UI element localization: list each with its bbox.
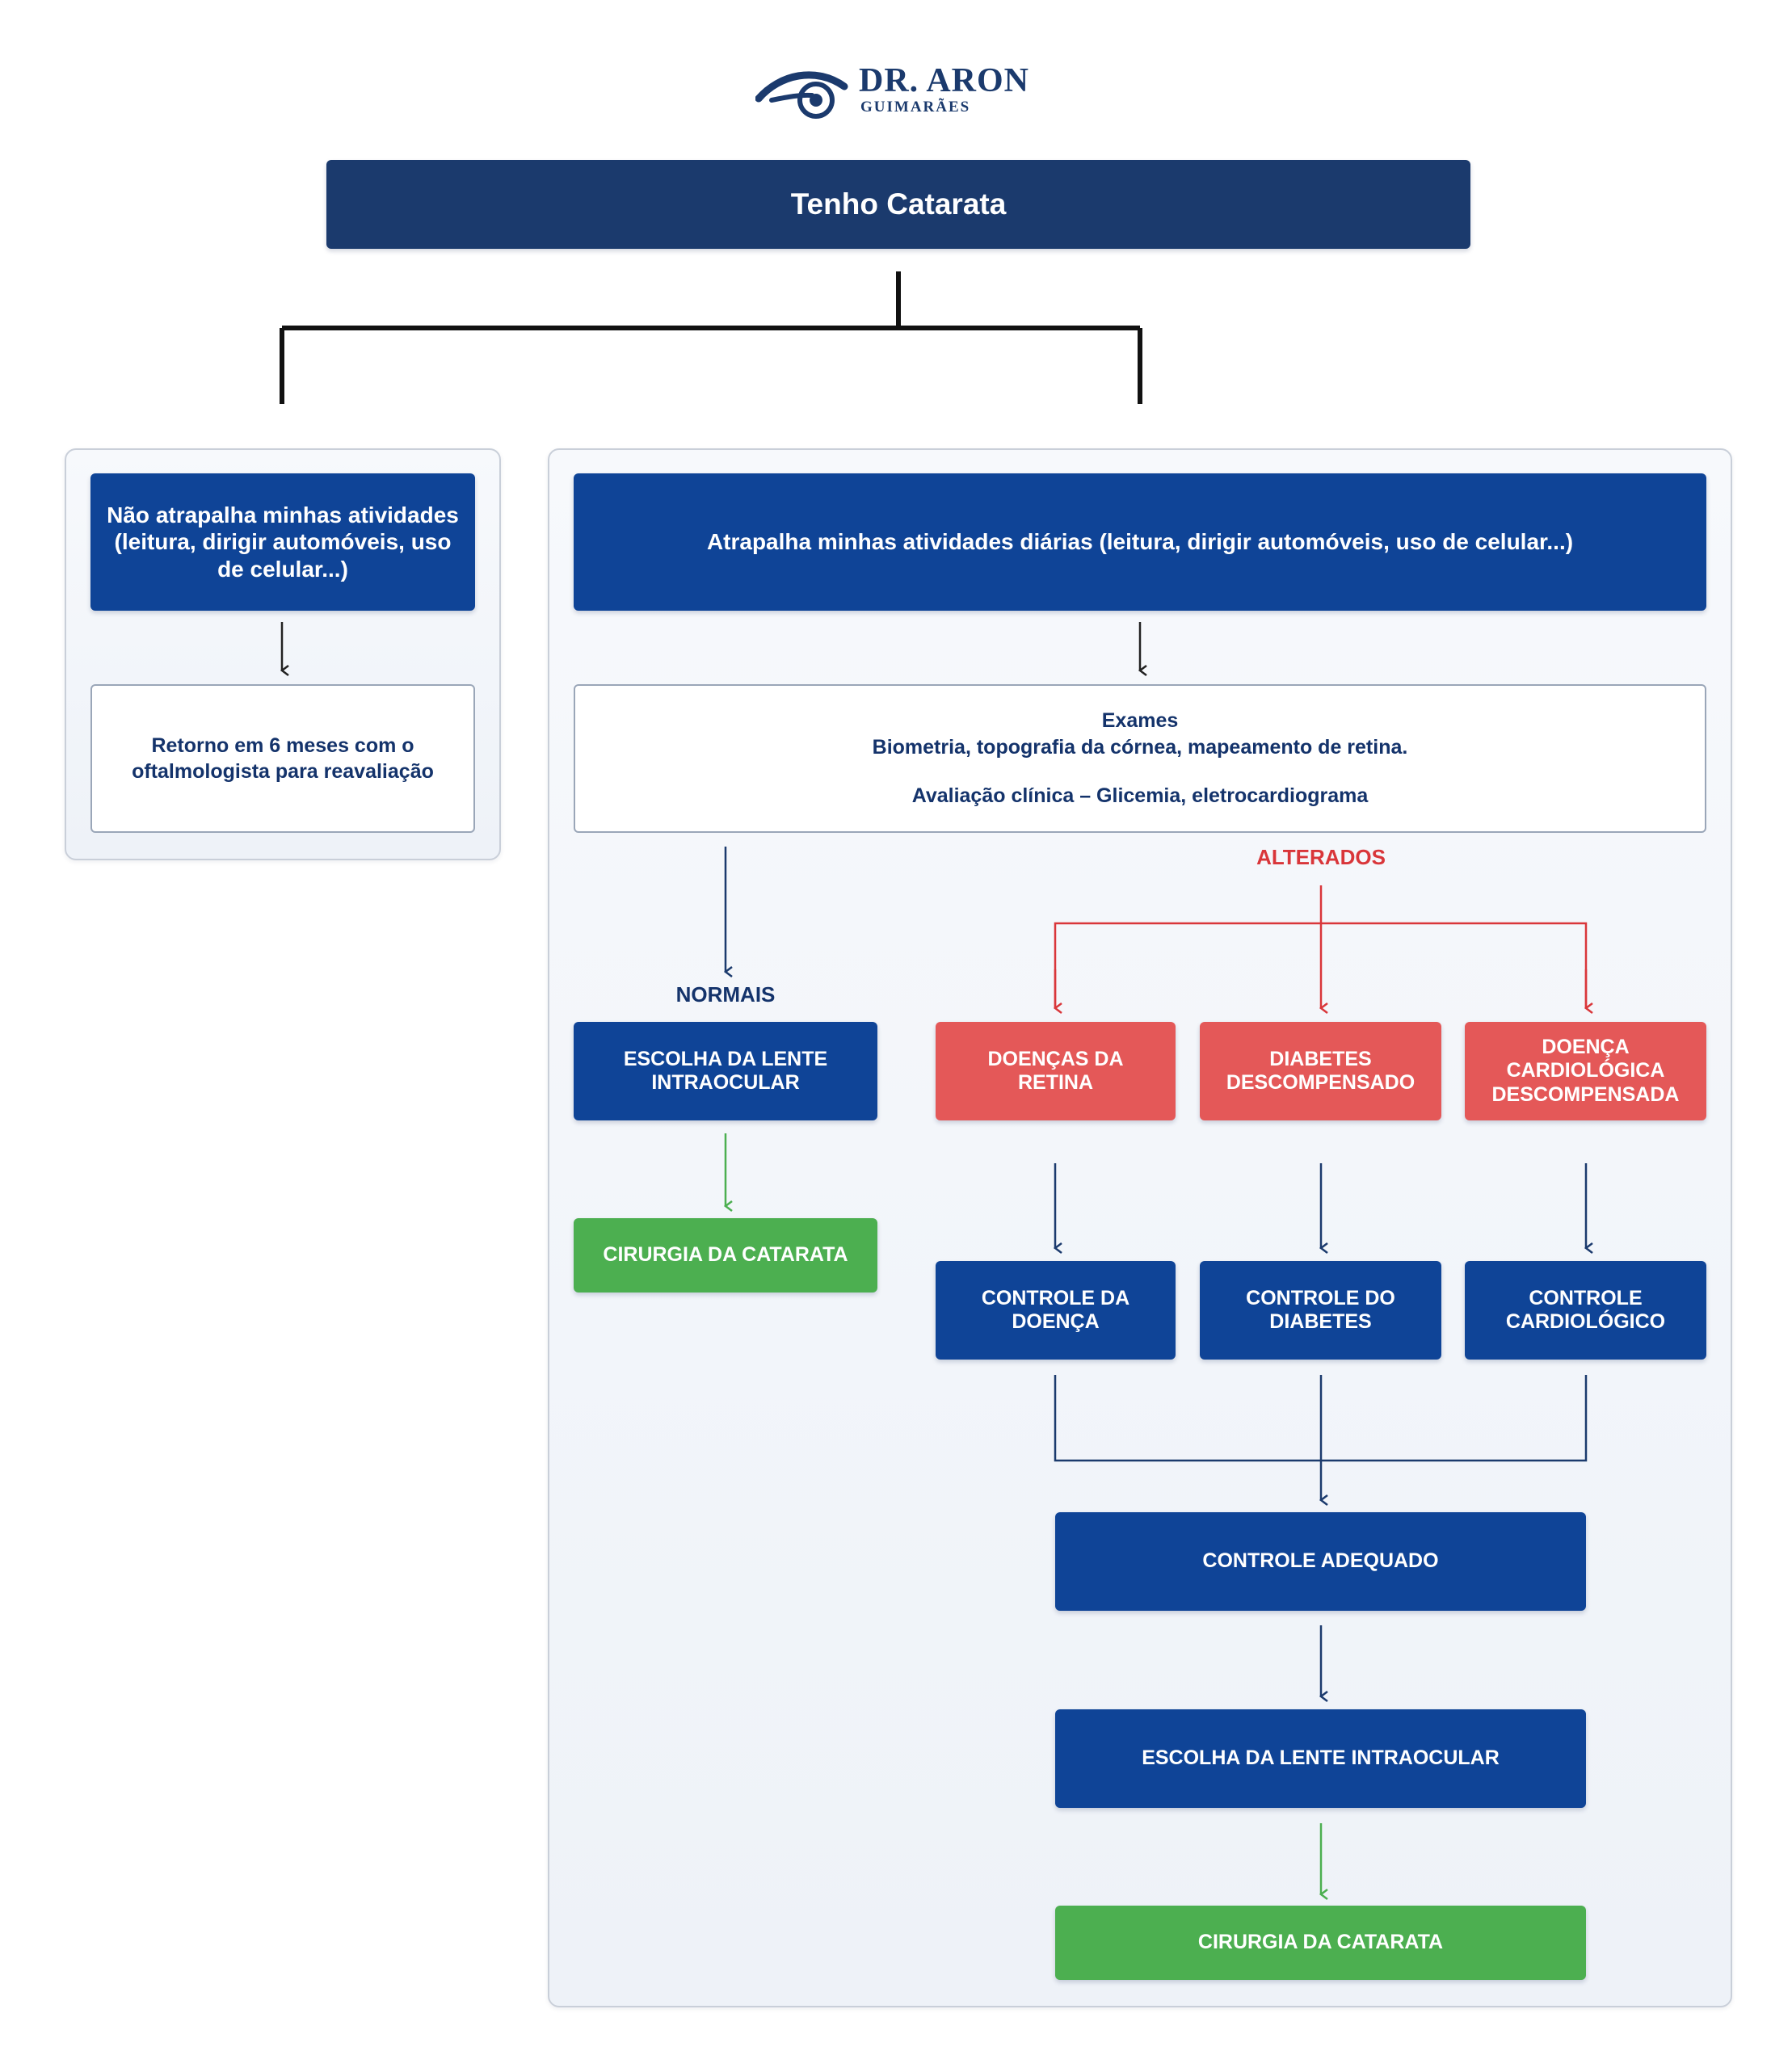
control-diabetes-text: CONTROLE DO DIABETES [1246,1286,1395,1334]
condition-diabetes-box: DIABETES DESCOMPENSADO [1200,1022,1441,1120]
control-cardio-box: CONTROLE CARDIOLÓGICO [1465,1261,1706,1360]
left-result-box: Retorno em 6 meses com o oftalmologista … [90,684,475,833]
control-diabetes-box: CONTROLE DO DIABETES [1200,1261,1441,1360]
condition-cardio-box: DOENÇA CARDIOLÓGICA DESCOMPENSADA [1465,1022,1706,1120]
control-disease-box: CONTROLE DA DOENÇA [936,1261,1176,1360]
altered-lens-text: ESCOLHA DA LENTE INTRAOCULAR [1142,1746,1500,1770]
normal-lens-box: ESCOLHA DA LENTE INTRAOCULAR [574,1022,877,1120]
normal-lens-text: ESCOLHA DA LENTE INTRAOCULAR [623,1047,828,1095]
top-branch-connector [280,271,1142,404]
control-disease-text: CONTROLE DA DOENÇA [981,1286,1130,1334]
title-box: Tenho Catarata [326,160,1470,249]
exams-title: Exames [1101,709,1179,733]
left-header-box: Não atrapalha minhas atividades (leitura… [90,473,475,611]
right-header-box: Atrapalha minhas atividades diárias (lei… [574,473,1706,611]
altered-surgery-text: CIRURGIA DA CATARATA [1197,1931,1444,1954]
normal-surgery-box: CIRURGIA DA CATARATA [574,1218,877,1292]
eye-logo-icon [755,71,848,119]
condition-cardio-text: DOENÇA CARDIOLÓGICA DESCOMPENSADA [1491,1035,1680,1106]
condition-retina-box: DOENÇAS DA RETINA [936,1022,1176,1120]
normal-surgery-text: CIRURGIA DA CATARATA [603,1243,848,1267]
altered-branch [1053,885,1593,1014]
exams-box: Exames Biometria, topografia da córnea, … [574,684,1706,833]
adequate-control-box: CONTROLE ADEQUADO [1055,1512,1586,1611]
condition-retina-text: DOENÇAS DA RETINA [987,1047,1124,1095]
control-cardio-text: CONTROLE CARDIOLÓGICO [1505,1286,1666,1334]
title-text: Tenho Catarata [790,187,1007,221]
adequate-control-text: CONTROLE ADEQUADO [1202,1549,1439,1573]
exams-line2: Avaliação clínica – Glicemia, eletrocard… [911,784,1369,808]
left-result-text: Retorno em 6 meses com o oftalmologista … [132,733,434,784]
condition-diabetes-text: DIABETES DESCOMPENSADO [1226,1047,1416,1095]
altered-lens-box: ESCOLHA DA LENTE INTRAOCULAR [1055,1709,1586,1808]
exams-line1: Biometria, topografia da córnea, mapeame… [872,735,1408,759]
right-header-text: Atrapalha minhas atividades diárias (lei… [706,529,1574,555]
left-header-text: Não atrapalha minhas atividades (leitura… [107,502,459,582]
altered-label: ALTERADOS [1256,845,1386,869]
brand-subname: GUIMARÃES [860,99,971,116]
normal-label: NORMAIS [675,982,776,1007]
logo: DR. ARON GUIMARÃES [755,58,1034,123]
altered-surgery-box: CIRURGIA DA CATARATA [1055,1906,1586,1980]
brand-name: DR. ARON [859,62,1030,99]
